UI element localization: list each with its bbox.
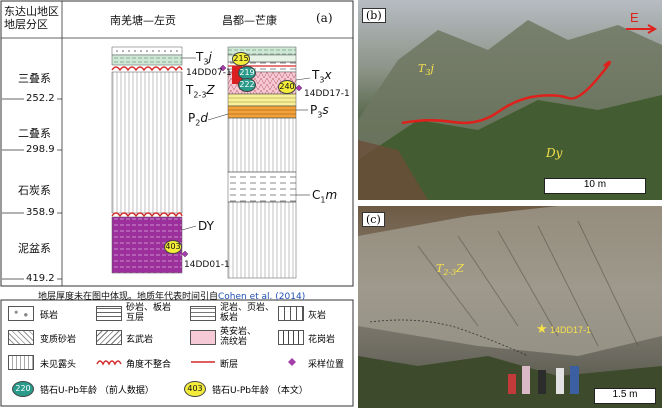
photo-b-scale-label: 10 m [583, 179, 607, 190]
system-carboniferous: 石炭系 [18, 184, 51, 197]
sandstone-slate-pattern [96, 306, 122, 321]
photo-c-sample-label: 14DD17-1 [550, 325, 592, 335]
region-header-line2: 地层分区 [4, 18, 48, 31]
legend-limestone: 灰岩 [308, 311, 327, 321]
dacite-pattern [190, 330, 216, 345]
stratigraphic-column-panel: 东达山地区 地层分区 南羌塘—左贡 昌都—芒康 (a) 三叠系 二叠系 石炭系 … [0, 0, 354, 407]
legend-granite: 花岗岩 [308, 335, 336, 345]
sample-location-icon [288, 358, 296, 366]
conglomerate-pattern [8, 306, 34, 321]
unit-dy-label: DY [198, 219, 214, 233]
legend-basalt: 玄武岩 [126, 335, 154, 345]
system-devonian: 泥盆系 [18, 242, 51, 255]
panel-c-label: (c) [362, 212, 385, 227]
outcrop-photo-c: (c) T2-3Z ★ 14DD17-1 1.5 m [358, 206, 662, 408]
limestone-pattern [278, 306, 304, 321]
zircon-age-222: 222 [238, 78, 256, 92]
legend-mudstone: 泥岩、页岩、板岩 [220, 303, 275, 323]
legend-dacite: 英安岩、流纹岩 [220, 327, 257, 347]
zircon-age-219: 219 [238, 66, 256, 80]
region-header: 东达山地区 地层分区 [4, 5, 59, 31]
zircon-age-this-study-icon: 403 [184, 381, 206, 397]
region-header-line1: 东达山地区 [4, 5, 59, 18]
age-298: 298.9 [24, 144, 57, 155]
legend-zircon-previous: 锆石U-Pb年龄 （前人数据） [40, 386, 154, 396]
section-left-title: 南羌塘—左贡 [110, 14, 176, 27]
age-358: 358.9 [24, 207, 57, 218]
photo-b-unit-t3j: T3j [418, 62, 434, 78]
section-right-title: 昌都—芒康 [222, 14, 277, 27]
photo-b-scale-bar: 10 m [544, 178, 646, 194]
contact-line [401, 60, 611, 125]
legend-metasandstone: 变质砂岩 [40, 335, 77, 345]
photo-c-unit-t23z: T2-3Z [436, 262, 464, 278]
legend-zircon-this-study: 锆石U-Pb年龄 （本文） [212, 386, 308, 396]
sample-14dd17-1: 14DD17-1 [304, 89, 350, 99]
basalt-pattern [96, 330, 122, 345]
legend-sample-location: 采样位置 [308, 360, 345, 370]
age-419: 419.2 [24, 273, 57, 284]
stratigraphic-column-graphic [0, 0, 354, 407]
granite-pattern [278, 330, 304, 345]
photo-c-scale-label: 1.5 m [612, 389, 638, 400]
unit-t23z-label: T2-3Z [186, 83, 215, 100]
unconformity-icon [96, 360, 122, 366]
unit-p3s-label: P3s [310, 103, 329, 120]
zircon-age-215: 215 [232, 52, 250, 66]
outcrop-photo-b: (b) E T3j Dy 10 m [358, 0, 662, 200]
zircon-age-previous-icon: 220 [12, 381, 34, 397]
age-252: 252.2 [24, 93, 57, 104]
unit-c1m-label: C1m [312, 188, 338, 205]
unit-t3x-label: T3x [312, 68, 332, 85]
thickness-note: 地层厚度未在图中体现。地质年代表时间引自Cohen et al. (2014) [38, 292, 306, 302]
photo-b-terrain [358, 20, 662, 200]
east-direction-label: E [630, 10, 639, 25]
legend-fault: 断层 [220, 360, 239, 370]
east-arrow-icon [626, 24, 658, 34]
system-triassic: 三叠系 [18, 72, 51, 85]
zircon-age-403: 403 [164, 240, 182, 254]
zircon-age-240: 240 [278, 80, 296, 94]
panel-b-label: (b) [362, 8, 386, 23]
panel-a-label: (a) [316, 11, 333, 25]
unexposed-pattern [8, 355, 34, 370]
legend-conglomerate: 砾岩 [40, 311, 59, 321]
sample-14dd01-1: 14DD01-1 [184, 260, 230, 270]
unit-t3j-label: T3j [196, 50, 212, 67]
reference-link[interactable]: Cohen et al. (2014) [218, 292, 306, 302]
mudstone-pattern [190, 306, 216, 321]
metasandstone-pattern [8, 330, 34, 345]
system-permian: 二叠系 [18, 127, 51, 140]
fault-icon [191, 361, 215, 363]
legend-sandstone-slate: 砂岩、板岩互层 [126, 303, 172, 323]
photo-b-unit-dy: Dy [546, 146, 563, 160]
legend-unexposed: 未见露头 [40, 360, 77, 370]
photo-c-scale-bar: 1.5 m [594, 388, 656, 404]
sample-star-icon: ★ [536, 322, 548, 337]
unit-p2d-label: P2d [188, 111, 208, 128]
legend-unconformity: 角度不整合 [126, 360, 172, 370]
photo-c-terrain [358, 206, 662, 408]
sample-14dd07-1: 14DD07-1 [186, 68, 232, 78]
